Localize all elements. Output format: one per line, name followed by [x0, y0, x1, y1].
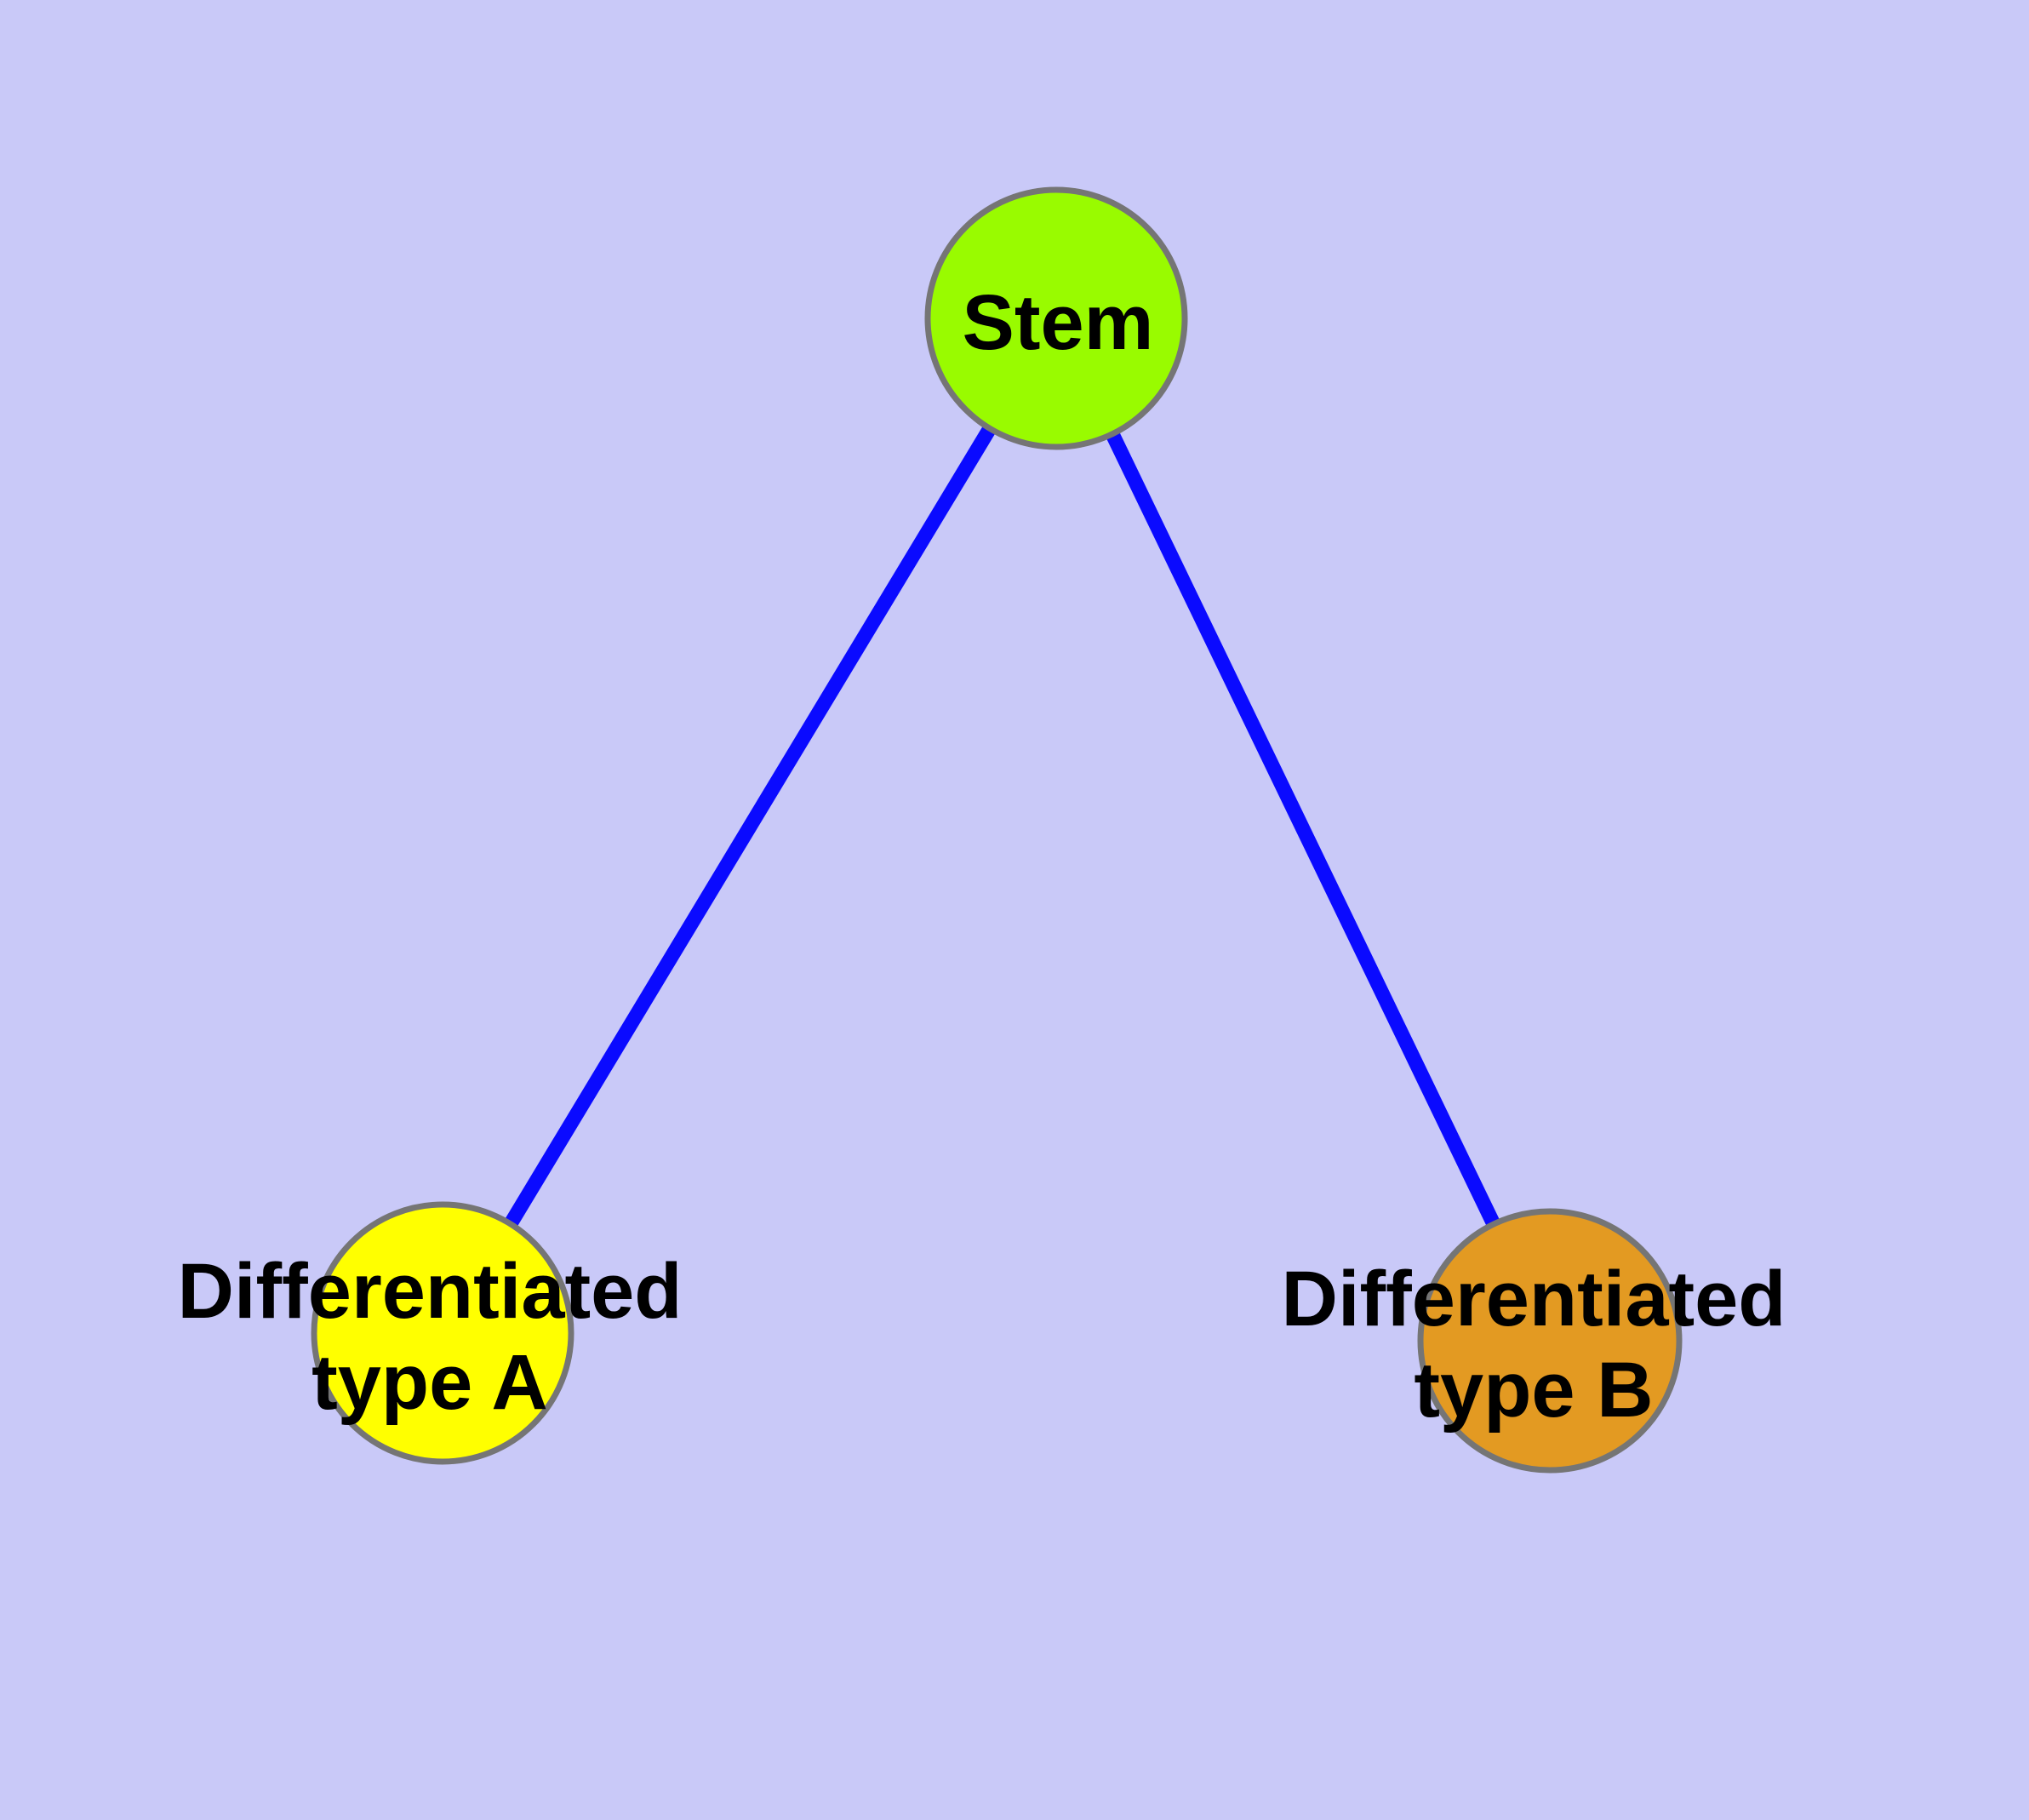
node-type-b-label-line2: type B — [1414, 1347, 1653, 1434]
edge-stem-to-type-a — [503, 426, 996, 1229]
node-type-a-label-line1: Differentiated — [178, 1248, 683, 1335]
node-type-b-circle — [1417, 1208, 1683, 1474]
node-stem-label: Stem — [963, 279, 1154, 366]
node-type-a-label-line2: type A — [311, 1339, 548, 1426]
node-stem-circle — [924, 186, 1188, 450]
node-type-a-circle — [311, 1201, 574, 1465]
edge-stem-to-type-b — [1106, 432, 1500, 1228]
node-type-b-label-line1: Differentiated — [1282, 1256, 1786, 1342]
